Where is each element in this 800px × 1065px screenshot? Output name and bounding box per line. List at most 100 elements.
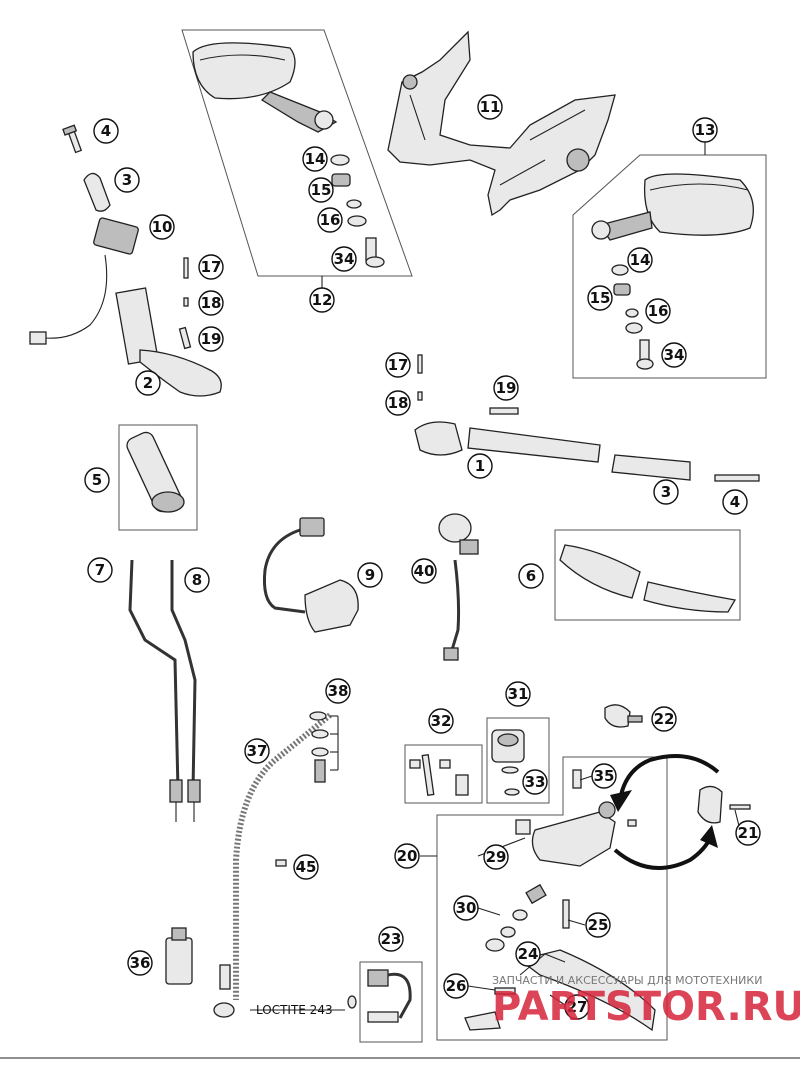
svg-text:25: 25 bbox=[588, 916, 609, 934]
svg-text:14: 14 bbox=[630, 251, 651, 269]
callout-10: 10 bbox=[149, 214, 175, 240]
callout-33: 33 bbox=[522, 769, 548, 795]
callout-17a: 17 bbox=[198, 254, 224, 280]
callout-14b: 14 bbox=[627, 247, 653, 273]
throttle-grip bbox=[126, 431, 185, 513]
repair-kit bbox=[409, 754, 469, 796]
svg-text:15: 15 bbox=[590, 289, 611, 307]
callout-36: 36 bbox=[127, 950, 153, 976]
arrow-head-bottom bbox=[700, 825, 718, 848]
svg-text:16: 16 bbox=[320, 211, 341, 229]
loctite-label: LOCTITE 243 bbox=[256, 1003, 333, 1017]
callout-18a: 18 bbox=[198, 290, 224, 316]
callout-25: 25 bbox=[585, 912, 611, 938]
callout-35: 35 bbox=[591, 763, 617, 789]
rotate-arrow-top bbox=[618, 754, 720, 801]
svg-text:13: 13 bbox=[695, 121, 716, 139]
svg-text:36: 36 bbox=[130, 954, 151, 972]
svg-text:6: 6 bbox=[526, 567, 536, 585]
callout-9: 9 bbox=[357, 562, 383, 588]
callout-31: 31 bbox=[505, 681, 531, 707]
callout-7: 7 bbox=[87, 557, 113, 583]
svg-text:40: 40 bbox=[414, 562, 435, 580]
callout-4a: 4 bbox=[93, 118, 119, 144]
bracket-22 bbox=[604, 704, 643, 728]
brake-switch-box bbox=[359, 961, 423, 1043]
callout-26: 26 bbox=[443, 973, 469, 999]
rotate-arrow-bottom bbox=[613, 834, 714, 870]
mirror-right-small-parts bbox=[611, 264, 654, 370]
callout-34b: 34 bbox=[661, 342, 687, 368]
svg-text:24: 24 bbox=[518, 945, 539, 963]
callout-18b: 18 bbox=[385, 390, 411, 416]
svg-text:45: 45 bbox=[296, 858, 317, 876]
brake-line bbox=[213, 712, 332, 1018]
callout-22: 22 bbox=[651, 706, 677, 732]
callout-15b: 15 bbox=[587, 285, 613, 311]
callout-32: 32 bbox=[428, 708, 454, 734]
svg-text:34: 34 bbox=[334, 250, 355, 268]
callout-29: 29 bbox=[483, 844, 509, 870]
reservoir bbox=[491, 729, 525, 796]
callout-37: 37 bbox=[244, 738, 270, 764]
mirror-right-box bbox=[572, 154, 767, 379]
callout-8: 8 bbox=[184, 567, 210, 593]
handlebar bbox=[414, 354, 760, 482]
callout-45: 45 bbox=[293, 854, 319, 880]
svg-text:22: 22 bbox=[654, 710, 675, 728]
svg-text:26: 26 bbox=[446, 977, 467, 995]
clamp-21 bbox=[697, 785, 751, 824]
callout-17b: 17 bbox=[385, 352, 411, 378]
svg-text:3: 3 bbox=[661, 483, 671, 501]
brake-lever bbox=[464, 899, 656, 1032]
callout-20: 20 bbox=[394, 843, 420, 869]
svg-text:17: 17 bbox=[201, 258, 222, 276]
svg-text:4: 4 bbox=[730, 493, 740, 511]
piston-set bbox=[485, 883, 547, 952]
svg-text:12: 12 bbox=[312, 291, 333, 309]
callout-38: 38 bbox=[325, 678, 351, 704]
left-switch bbox=[263, 517, 359, 633]
svg-text:34: 34 bbox=[664, 346, 685, 364]
svg-text:32: 32 bbox=[431, 712, 452, 730]
svg-text:5: 5 bbox=[92, 471, 102, 489]
svg-text:18: 18 bbox=[201, 294, 222, 312]
callout-24: 24 bbox=[515, 941, 541, 967]
svg-text:37: 37 bbox=[247, 742, 268, 760]
svg-text:35: 35 bbox=[594, 767, 615, 785]
callout-15a: 15 bbox=[308, 177, 334, 203]
svg-text:17: 17 bbox=[388, 356, 409, 374]
callout-2: 2 bbox=[135, 370, 161, 396]
mirror-left bbox=[192, 42, 338, 133]
banjo-fittings bbox=[309, 711, 329, 783]
bolt-4-left bbox=[62, 124, 83, 154]
throttle-grip-box bbox=[118, 424, 198, 531]
brake-light-switch bbox=[347, 969, 412, 1023]
callout-16a: 16 bbox=[317, 207, 343, 233]
svg-text:19: 19 bbox=[201, 330, 222, 348]
callout-3a: 3 bbox=[114, 167, 140, 193]
svg-text:15: 15 bbox=[311, 181, 332, 199]
throttle-housing-assembly bbox=[29, 217, 222, 397]
callout-27: 27 bbox=[564, 994, 590, 1020]
callout-19b: 19 bbox=[493, 375, 519, 401]
watermark-tagline: ЗАПЧАСТИ И АКСЕССУАРЫ ДЛЯ МОТОТЕХНИКИ bbox=[492, 974, 762, 987]
svg-text:9: 9 bbox=[365, 566, 375, 584]
callout-13: 13 bbox=[692, 117, 718, 143]
svg-text:31: 31 bbox=[508, 685, 529, 703]
loctite-bottle bbox=[165, 927, 193, 985]
svg-text:16: 16 bbox=[648, 302, 669, 320]
svg-text:20: 20 bbox=[397, 847, 418, 865]
reservoir-box bbox=[486, 717, 550, 804]
throttle-cables bbox=[128, 559, 201, 822]
callout-6: 6 bbox=[518, 563, 544, 589]
mirror-left-box bbox=[181, 29, 413, 277]
mirror-right bbox=[591, 173, 754, 241]
svg-text:8: 8 bbox=[192, 571, 202, 589]
svg-text:11: 11 bbox=[480, 98, 501, 116]
callout-23: 23 bbox=[378, 926, 404, 952]
svg-text:38: 38 bbox=[328, 682, 349, 700]
callout-30: 30 bbox=[453, 895, 479, 921]
callout-40: 40 bbox=[411, 558, 437, 584]
